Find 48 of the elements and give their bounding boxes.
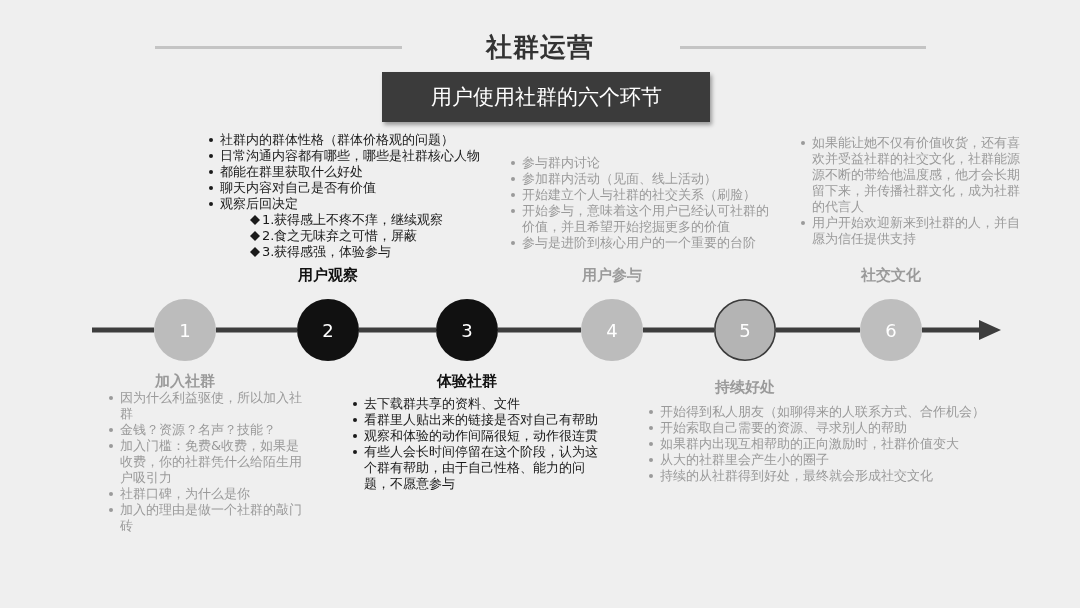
bullet-text: 1.获得感上不疼不痒，继续观察 [262, 212, 444, 228]
timeline-line [92, 327, 154, 333]
bullet-text: 如果能让她不仅有价值收货，还有喜欢并受益社群的社交文化，社群能源源不断的带给他温度感，他才会长期留下来，并传播社群文化，成为社群的代言人 [812, 135, 1021, 215]
step-circle: 3 [436, 299, 498, 361]
bullet-text: 有些人会长时间停留在这个阶段，认为这个群有帮助，由于自己性格、能力的问题，不愿意参与 [364, 444, 599, 492]
bullet-text: 社群口碑，为什么是你 [120, 486, 250, 502]
bullet-text: 开始建立个人与社群的社交关系（刷脸） [522, 187, 756, 203]
bullet-text: 从大的社群里会产生小的圈子 [660, 452, 829, 468]
subtitle-banner: 用户使用社群的六个环节 [382, 72, 710, 122]
bullet-text: 3.获得感强，体验参与 [262, 244, 392, 260]
step-circle: 6 [860, 299, 922, 361]
bullet-text: 2.食之无味弃之可惜，屏蔽 [262, 228, 418, 244]
bullet-text: 观察后回决定 [220, 196, 298, 212]
bullet-text: 去下载群共享的资料、文件 [364, 396, 520, 412]
bullet-text: 开始参与，意味着这个用户已经认可社群的价值，并且希望开始挖掘更多的价值 [522, 203, 770, 235]
step-circle: 2 [297, 299, 359, 361]
bullet-text: 参加群内活动（见面、线上活动） [522, 171, 717, 187]
bullet-text: 观察和体验的动作间隔很短，动作很连贯 [364, 428, 598, 444]
bullet-text: 如果群内出现互相帮助的正向激励时，社群价值变大 [660, 436, 959, 452]
bullet-text: 参与群内讨论 [522, 155, 600, 171]
bullet-text: 都能在群里获取什么好处 [220, 164, 363, 180]
slide-title: 社群运营 [486, 31, 594, 64]
stage-title: 加入社群 [155, 371, 215, 391]
stage-title: 持续好处 [715, 377, 775, 397]
stage-title: 社交文化 [861, 265, 921, 285]
timeline-line [359, 327, 436, 333]
bullet-text: 持续的从社群得到好处，最终就会形成社交文化 [660, 468, 933, 484]
step-circle: 5 [714, 299, 776, 361]
timeline-line [643, 327, 714, 333]
step-circle: 4 [581, 299, 643, 361]
stage-title: 用户观察 [298, 265, 358, 285]
bullet-text: 看群里人贴出来的链接是否对自己有帮助 [364, 412, 598, 428]
bullet-text: 开始索取自己需要的资源、寻求别人的帮助 [660, 420, 907, 436]
timeline-line [216, 327, 297, 333]
bullet-text: 金钱？资源？名声？技能？ [120, 422, 276, 438]
bullet-text: 日常沟通内容都有哪些，哪些是社群核心人物 [220, 148, 480, 164]
bullet-text: 开始得到私人朋友（如聊得来的人联系方式、合作机会） [660, 404, 985, 420]
stage-title: 用户参与 [582, 265, 642, 285]
bullet-text: 因为什么利益驱使，所以加入社群 [120, 390, 303, 422]
timeline-line [776, 327, 860, 333]
step-circle: 1 [154, 299, 216, 361]
timeline-arrow [922, 320, 1001, 340]
stage-title: 体验社群 [437, 371, 497, 391]
bullet-text: 加入门槛：免费&收费，如果是收费，你的社群凭什么给陌生用户吸引力 [120, 438, 303, 486]
bullet-text: 社群内的群体性格（群体价格观的问题） [220, 132, 454, 148]
bullet-text: 用户开始欢迎新来到社群的人，并自愿为信任提供支持 [812, 215, 1021, 247]
timeline-line [498, 327, 581, 333]
bullet-text: 聊天内容对自己是否有价值 [220, 180, 376, 196]
